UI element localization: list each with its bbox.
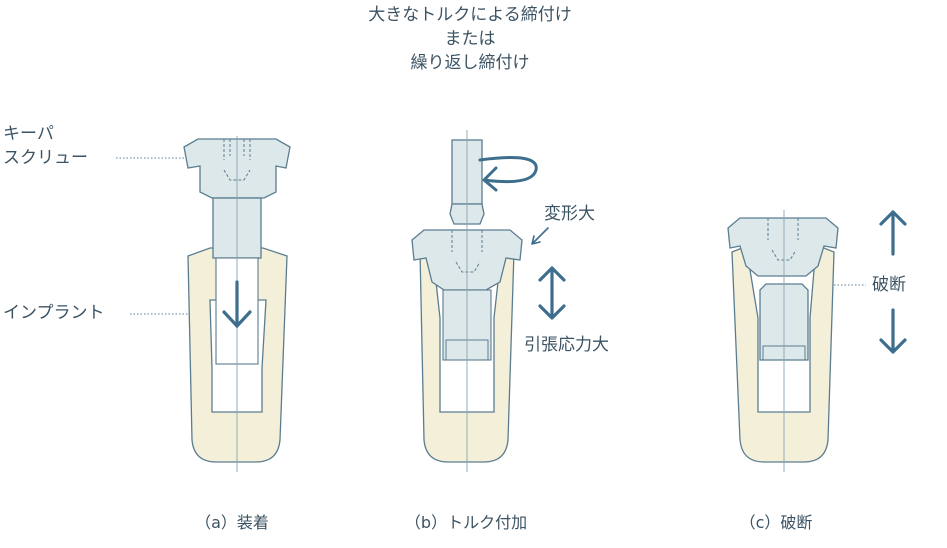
keeper-screw-c-head — [727, 217, 839, 277]
keeper-screw-b-socket — [451, 230, 483, 273]
keeper-screw-a-socket — [223, 139, 251, 181]
insert-arrow-icon — [222, 280, 252, 329]
panel-a-attachment — [116, 136, 291, 472]
header-line-3: 繰り返し締付け — [411, 53, 530, 73]
large-deformation-label: 変形大 — [544, 204, 595, 224]
implant-label: インプラント — [3, 303, 105, 323]
keeper-screw-label-line-1: キーパ — [3, 124, 54, 144]
keeper-screw-label-line-2: スクリュー — [3, 148, 88, 168]
fracture-down-arrow-icon — [879, 308, 907, 354]
fracture-up-arrow-icon — [879, 210, 907, 256]
tension-double-arrow-icon — [538, 266, 566, 320]
panel-b-torque — [411, 130, 566, 472]
caption-c: （c）破断 — [740, 513, 813, 532]
header-line-1: 大きなトルクによる締付け — [368, 5, 572, 25]
caption-a: （a）装着 — [195, 513, 269, 532]
caption-b: （b）トルク付加 — [405, 513, 527, 532]
large-tensile-stress-label: 引張応力大 — [524, 335, 609, 355]
deformation-pointer-icon — [531, 227, 549, 245]
header-line-2: または — [445, 29, 496, 49]
rotation-arrow-icon — [478, 156, 538, 192]
fracture-label: 破断 — [872, 275, 906, 295]
panel-c-fracture — [727, 210, 907, 472]
